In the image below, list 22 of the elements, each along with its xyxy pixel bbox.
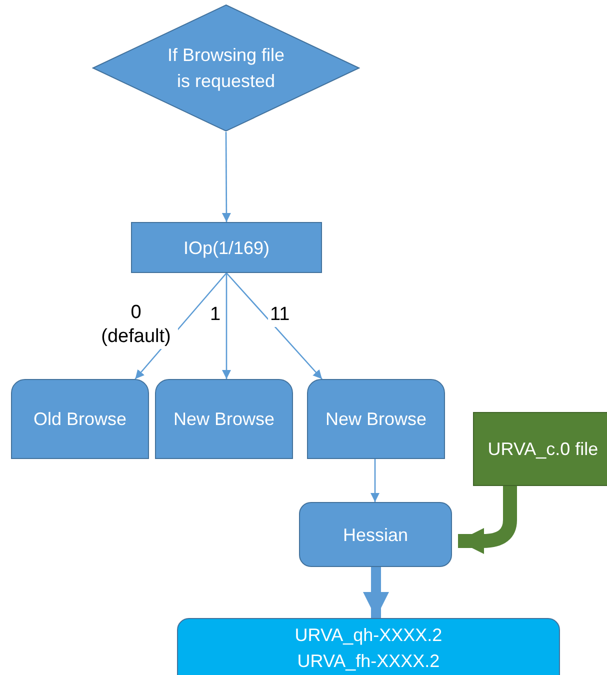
arrow	[226, 272, 322, 380]
node-text: Old Browse	[33, 408, 127, 431]
process-box	[307, 379, 445, 459]
node-text: IOp(1/169)	[183, 236, 270, 260]
process-box	[155, 379, 293, 459]
thick-arrow	[363, 567, 389, 618]
process-box	[131, 222, 322, 273]
node-text: URVA_c.0 file	[488, 438, 598, 461]
node-text: URVA_fh-XXXX.2	[297, 650, 440, 673]
arrow	[370, 459, 380, 502]
process-box	[11, 379, 149, 459]
decision-diamond	[92, 4, 360, 132]
arrow	[222, 273, 231, 379]
process-box	[299, 502, 452, 567]
node-text: New Browse	[173, 408, 275, 431]
arrow	[222, 132, 231, 222]
node-text: URVA_qh-XXXX.2	[294, 624, 442, 647]
input-box	[473, 412, 607, 486]
node-text: New Browse	[325, 408, 427, 431]
output-box	[177, 618, 560, 675]
node-text: Hessian	[342, 524, 408, 546]
node-text: If Browsing file is requested	[166, 44, 286, 93]
